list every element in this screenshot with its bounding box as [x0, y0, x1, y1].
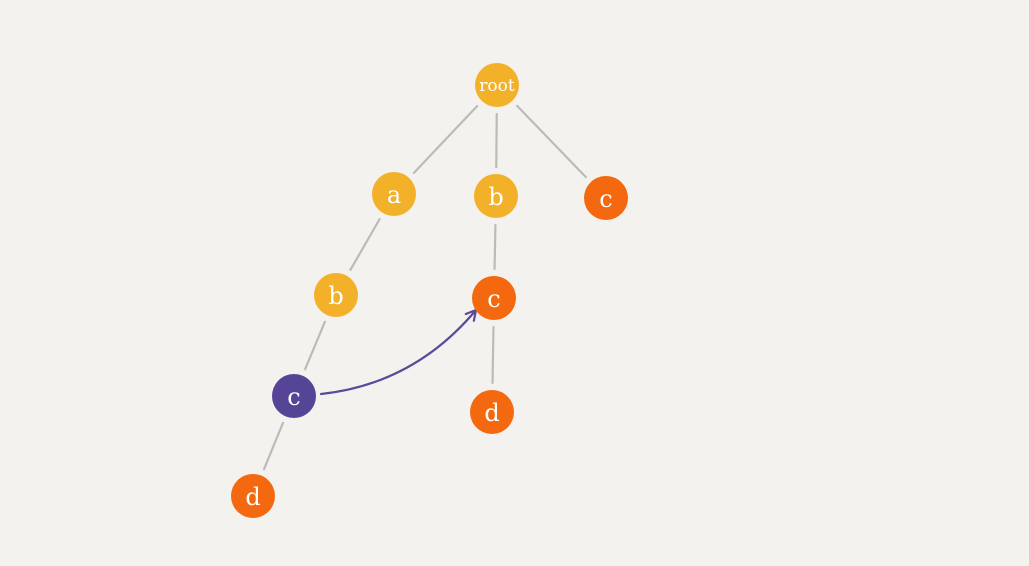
node-label: c [487, 285, 500, 313]
node-circle [472, 276, 516, 320]
node-label: a [387, 181, 401, 209]
edge-c3-d2 [262, 421, 285, 471]
node-root: root [475, 63, 519, 107]
links-layer [319, 308, 478, 396]
nodes-layer: root a b c b c d c d [231, 63, 628, 518]
edge-b1-c2 [493, 223, 497, 271]
node-c2: c [472, 276, 516, 320]
edge-a-b2 [349, 218, 381, 271]
edge-root-c1 [516, 104, 587, 179]
node-d2: d [231, 474, 275, 518]
edge-root-a [412, 104, 479, 175]
node-b1: b [474, 174, 518, 218]
node-label: b [488, 183, 503, 211]
node-circle [272, 374, 316, 418]
node-circle [475, 63, 519, 107]
node-label: b [328, 282, 343, 310]
node-circle [584, 176, 628, 220]
node-c1: c [584, 176, 628, 220]
node-circle [231, 474, 275, 518]
edge-c2-d1 [491, 325, 495, 385]
node-label: c [599, 185, 612, 213]
node-circle [470, 390, 514, 434]
node-label: root [479, 76, 515, 96]
node-label: c [287, 383, 300, 411]
node-d1: d [470, 390, 514, 434]
node-circle [372, 172, 416, 216]
node-label: d [484, 399, 499, 427]
link-arrow-c3-c2 [319, 308, 478, 396]
node-b2: b [314, 273, 358, 317]
node-circle [474, 174, 518, 218]
edges-layer [262, 104, 587, 471]
edge-b2-c3 [304, 320, 326, 371]
node-c3: c [272, 374, 316, 418]
node-a: a [372, 172, 416, 216]
node-circle [314, 273, 358, 317]
node-label: d [245, 483, 260, 511]
